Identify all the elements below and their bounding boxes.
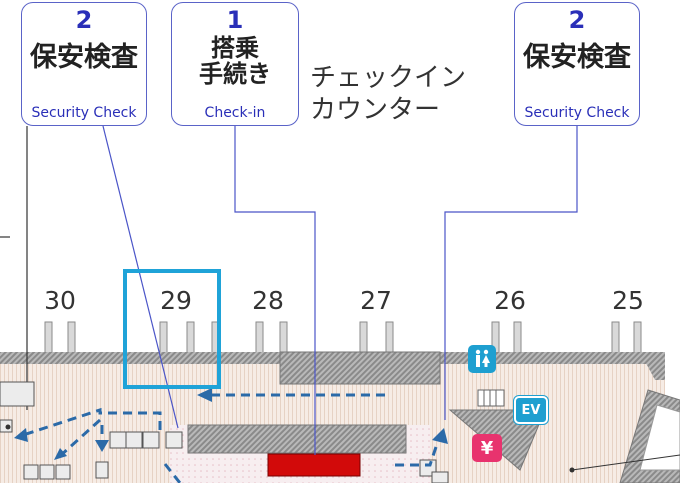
security-check-callout-right: 2 保安検査 Security Check bbox=[514, 2, 640, 126]
gate-25-label: 25 bbox=[612, 286, 644, 315]
counter-label-line2: カウンター bbox=[310, 95, 441, 125]
callout-jp-label: 保安検査 bbox=[30, 42, 138, 73]
callout-number: 2 bbox=[75, 6, 93, 34]
escalator bbox=[477, 389, 505, 407]
checkin-callout: 1 搭乗 手続き Check-in bbox=[171, 2, 299, 126]
gate-28-label: 28 bbox=[252, 286, 284, 315]
callout-jp-label-line1: 搭乗 bbox=[211, 34, 259, 62]
counter-label-line1: チェックイン bbox=[310, 63, 467, 93]
gate-30-label: 30 bbox=[44, 286, 76, 315]
gate-26-label: 26 bbox=[494, 286, 526, 315]
route-arrows bbox=[14, 388, 448, 460]
currency-symbol: ¥ bbox=[480, 437, 494, 459]
callout-number: 1 bbox=[226, 6, 244, 34]
security-check-callout-left: 2 保安検査 Security Check bbox=[21, 2, 147, 126]
pier-corner bbox=[640, 352, 665, 380]
callout-number: 2 bbox=[568, 6, 586, 34]
callout-en-label: Security Check bbox=[31, 105, 137, 121]
currency-exchange-icon: ¥ bbox=[472, 434, 502, 462]
highlight-gate-29 bbox=[123, 269, 221, 389]
leader-lines bbox=[102, 125, 578, 455]
gate-27-label: 27 bbox=[360, 286, 392, 315]
elevator-icon: EV bbox=[514, 396, 548, 424]
callout-en-label: Check-in bbox=[204, 105, 266, 121]
callout-jp-label-line2: 手続き bbox=[199, 60, 271, 88]
callout-jp-label: 保安検査 bbox=[523, 42, 631, 73]
restroom-icon bbox=[468, 345, 496, 373]
gate-29-label: 29 bbox=[160, 286, 192, 315]
elevator-label: EV bbox=[521, 402, 541, 418]
callout-en-label: Security Check bbox=[524, 105, 630, 121]
checkin-counter-label: チェックイン カウンター bbox=[310, 62, 466, 126]
restroom-glyph bbox=[475, 349, 490, 367]
seating-blocks bbox=[0, 381, 449, 483]
checkin-counter bbox=[267, 453, 361, 477]
